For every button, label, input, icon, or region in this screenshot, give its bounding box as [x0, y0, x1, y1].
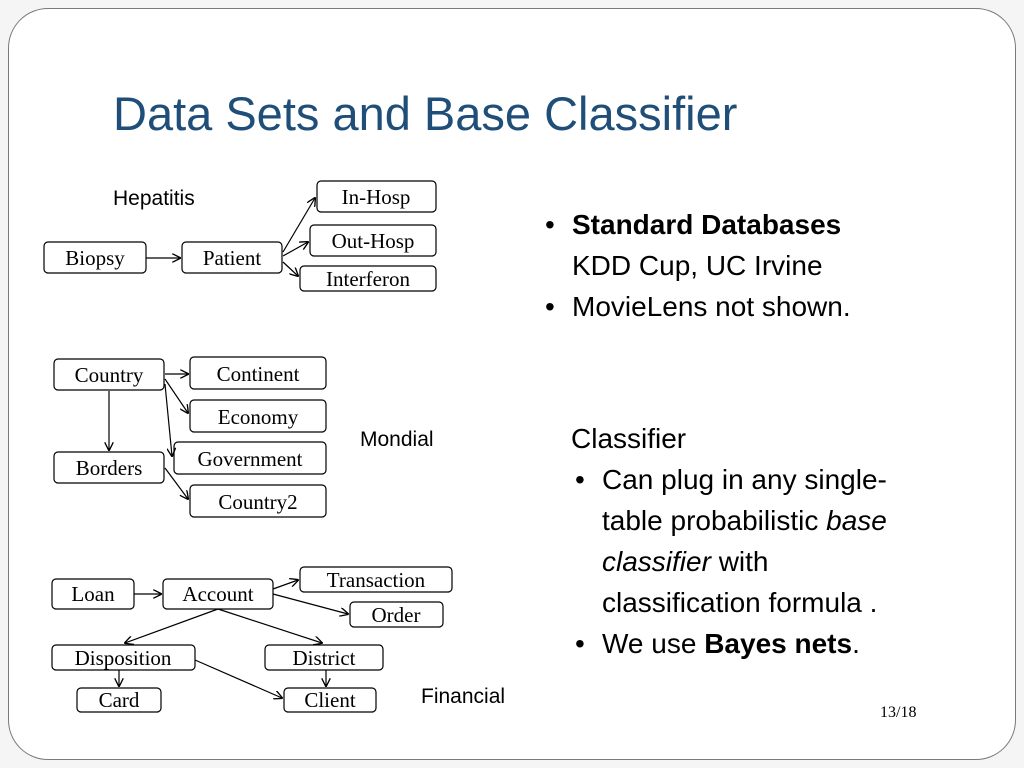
node-economy: Economy — [189, 399, 327, 433]
bullet-dot: • — [545, 291, 555, 322]
classifier-bullets: •Can plug in any single- table probabili… — [575, 459, 887, 664]
bullet-dot: • — [545, 209, 555, 240]
svg-text:Out-Hosp: Out-Hosp — [332, 229, 415, 253]
svg-text:Country: Country — [75, 363, 144, 387]
edge-patient-interferon — [282, 261, 298, 276]
node-account: Account — [162, 578, 274, 610]
node-government: Government — [173, 441, 327, 475]
node-out-hosp: Out-Hosp — [309, 224, 437, 257]
svg-text:Borders: Borders — [76, 456, 143, 480]
svg-text:Card: Card — [99, 688, 140, 712]
node-borders: Borders — [53, 451, 165, 484]
svg-text:Government: Government — [198, 447, 303, 471]
svg-text:Account: Account — [182, 582, 253, 606]
edge-patient-in-hosp — [282, 198, 315, 253]
svg-text:Economy: Economy — [218, 405, 299, 429]
mondial-label: Mondial — [360, 428, 434, 451]
svg-text:Order: Order — [372, 603, 421, 627]
slide-title: Data Sets and Base Classifier — [113, 87, 738, 140]
svg-text:Disposition: Disposition — [75, 646, 172, 670]
edge-disposition-client — [194, 659, 282, 698]
node-card: Card — [76, 687, 162, 713]
svg-text:District: District — [293, 646, 356, 670]
edge-account-transaction — [272, 580, 298, 590]
hepatitis-label: Hepatitis — [113, 187, 195, 210]
edge-country-government — [164, 383, 172, 456]
svg-text:In-Hosp: In-Hosp — [342, 185, 411, 209]
node-biopsy: Biopsy — [43, 241, 147, 274]
node-country: Country — [53, 358, 165, 391]
node-district: District — [264, 644, 384, 671]
node-continent: Continent — [189, 356, 327, 390]
bullet-plug-in: •Can plug in any single- — [575, 459, 887, 500]
bullet-dot: • — [575, 464, 585, 495]
bullet-movielens: •MovieLens not shown. — [545, 286, 851, 327]
edge-patient-out-hosp — [282, 242, 308, 257]
node-order: Order — [349, 601, 444, 628]
node-loan: Loan — [51, 578, 135, 610]
bullet-bayes-nets: •We use Bayes nets. — [575, 623, 887, 664]
edge-borders-country2 — [164, 467, 188, 499]
edge-account-order — [272, 593, 348, 614]
bullet-standard-databases: •Standard Databases — [545, 204, 851, 245]
svg-text:Transaction: Transaction — [327, 568, 426, 592]
svg-text:Continent: Continent — [217, 362, 300, 386]
svg-text:Biopsy: Biopsy — [65, 246, 125, 270]
svg-text:Client: Client — [304, 688, 355, 712]
svg-text:Loan: Loan — [71, 582, 115, 606]
node-disposition: Disposition — [51, 644, 196, 671]
edge-country-economy — [164, 378, 188, 413]
svg-text:Country2: Country2 — [218, 490, 297, 514]
bullet-kdd-line: KDD Cup, UC Irvine — [572, 250, 823, 281]
node-interferon: Interferon — [299, 265, 437, 292]
node-country2: Country2 — [189, 484, 327, 518]
svg-text:Patient: Patient — [203, 246, 261, 270]
classifier-heading: Classifier — [571, 423, 687, 454]
svg-text:Interferon: Interferon — [326, 267, 410, 291]
bullet-dot: • — [575, 628, 585, 659]
node-in-hosp: In-Hosp — [316, 180, 437, 213]
node-client: Client — [283, 687, 377, 713]
financial-label: Financial — [421, 685, 505, 708]
node-transaction: Transaction — [299, 566, 453, 593]
node-patient: Patient — [181, 241, 283, 274]
page-number: 13/18 — [880, 704, 917, 721]
edge-account-disposition — [125, 608, 219, 643]
edge-account-district — [217, 608, 322, 643]
databases-bullets: •Standard Databases KDD Cup, UC Irvine •… — [545, 204, 851, 327]
slide-frame — [8, 8, 1016, 760]
